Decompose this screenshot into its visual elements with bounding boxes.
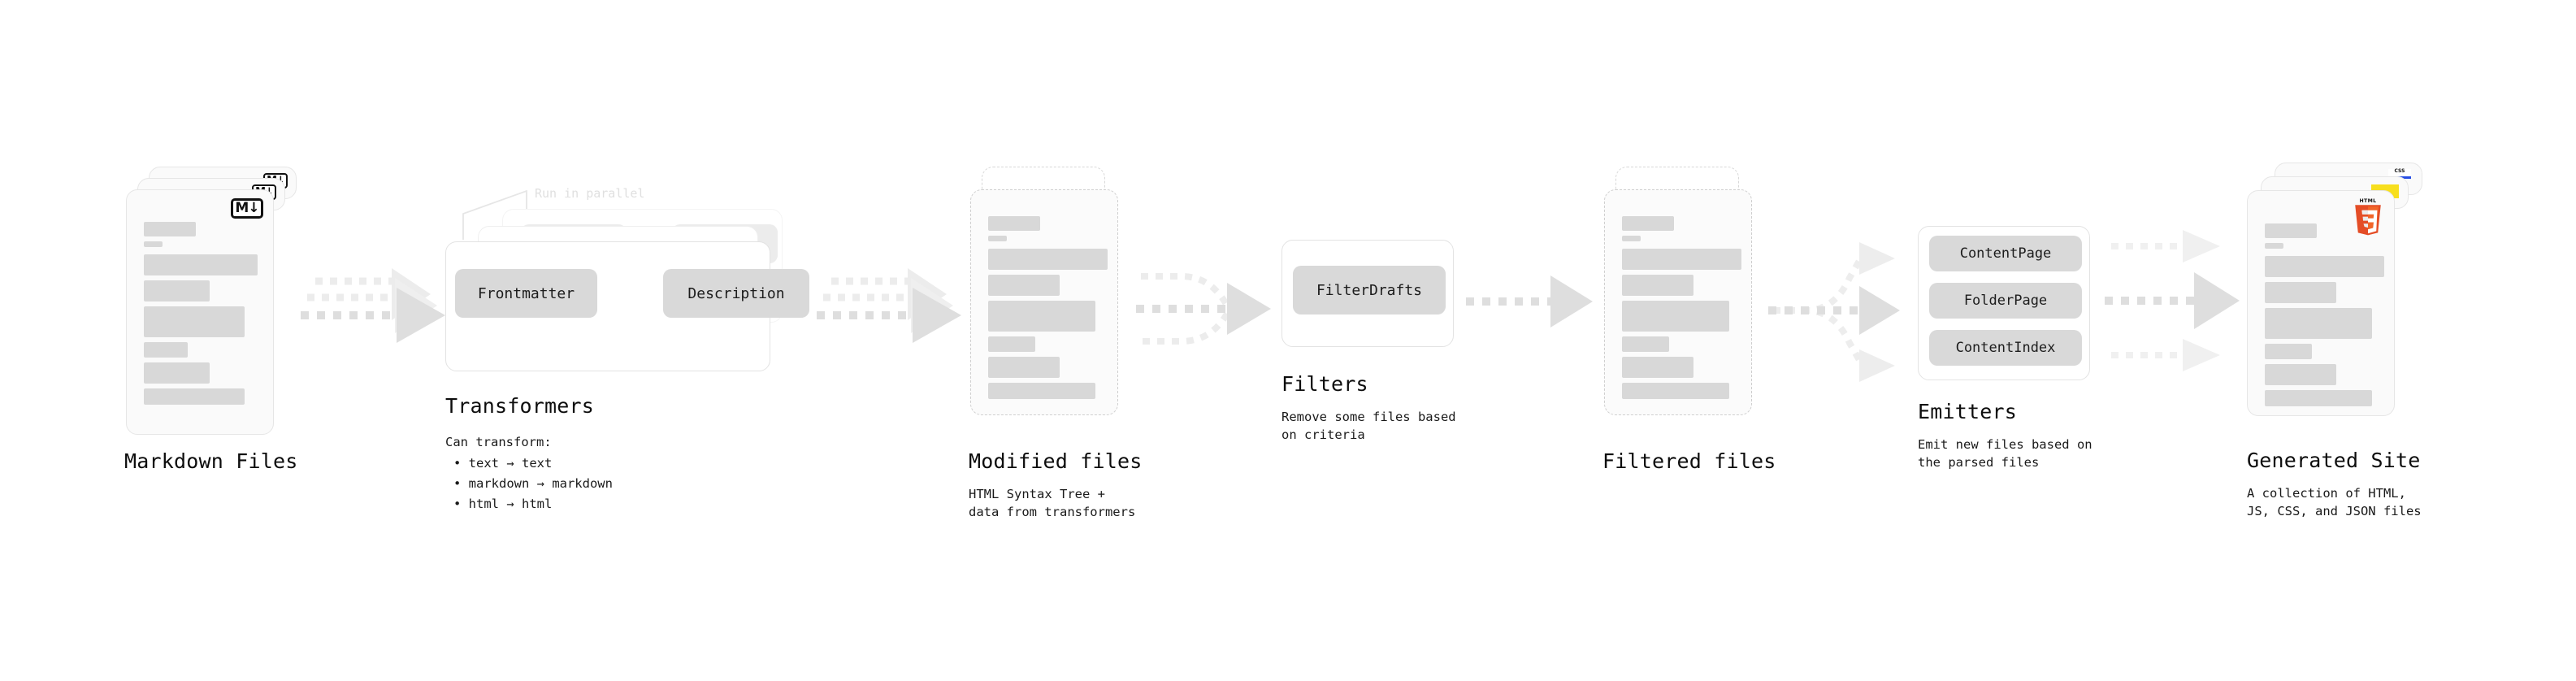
skeleton-bar [988,216,1040,231]
page-title: Emitters [1918,400,2018,423]
markdown-card-front: M↓ [126,189,274,435]
skeleton-bar [144,306,245,337]
stage-markdown-files: M↓ M↓ M↓ Markdown Files [124,167,297,473]
skeleton-bar [2265,344,2312,359]
stage-filtered-files: Filtered files [1593,167,1776,473]
stage-subtitle: HTML Syntax Tree + data from transformer… [969,487,1136,519]
transformer-pill-description[interactable]: Description [663,269,809,318]
connector-emitters-to-site [2105,230,2240,371]
stage-subtitle: Emit new files based on the parsed files [1918,437,2092,470]
skeleton-bar [144,241,163,247]
emitter-pill-contentpage[interactable]: ContentPage [1929,236,2082,271]
stage-subtitle: Remove some files based on criteria [1281,410,1456,442]
stage-subtitle: Can transform: [445,435,552,449]
skeleton-bar [2265,243,2283,249]
filter-pill-filterdrafts[interactable]: FilterDrafts [1293,266,1446,314]
page-title: Transformers [445,394,595,418]
filtered-card-stack [1593,167,1763,435]
parallel-leader-line [462,189,527,240]
connector-filters-to-filtered [1466,275,1593,327]
emitter-pill-contentindex[interactable]: ContentIndex [1929,330,2082,366]
parallel-annotation: Run in parallel [535,186,645,201]
transform-bullet-3: • html → html [453,497,553,511]
skeleton-bar [144,362,210,384]
skeleton-bar [2265,282,2336,303]
connector-filtered-to-emitters [1768,242,1900,382]
connector-markdown-to-transformers [301,268,445,343]
skeleton-bar [1622,383,1729,399]
stage-modified-files: Modified files HTML Syntax Tree + data f… [959,167,1142,519]
skeleton-bar [144,342,188,358]
skeleton-bar [144,254,258,275]
skeleton-bar [1622,301,1729,332]
skeleton-bar [988,357,1060,378]
stage-generated-site: CSS HTML [2247,163,2426,518]
skeleton-bar [1622,357,1693,378]
skeleton-bar [2265,308,2372,339]
site-card-html: HTML [2247,190,2395,416]
transform-bullet-1: • text → text [453,456,553,471]
page-title: Filters [1281,372,1368,396]
site-card-stack: CSS HTML [2247,163,2426,431]
skeleton-bar [144,280,210,301]
skeleton-bar [988,275,1060,296]
html5-icon: HTML [2355,198,2381,236]
skeleton-bar [144,388,245,405]
skeleton-bar [1622,236,1641,241]
skeleton-bar [988,336,1035,352]
transform-bullet-2: • markdown → markdown [453,476,613,491]
skeleton-bar [1622,216,1674,231]
skeleton-bar [2265,223,2317,238]
modified-card-front [970,189,1118,415]
filtered-card-front [1604,189,1752,415]
skeleton-bar [1622,249,1741,270]
svg-text:HTML: HTML [2360,198,2377,204]
markdown-icon: M↓ [231,198,263,219]
skeleton-bar [988,383,1095,399]
page-title: Generated Site [2247,449,2421,472]
stage-subtitle: A collection of HTML, JS, CSS, and JSON … [2247,486,2422,518]
connector-modified-to-filters [1136,273,1271,345]
emitter-pill-folderpage[interactable]: FolderPage [1929,283,2082,319]
skeleton-bar [1622,275,1693,296]
transformer-pill-frontmatter[interactable]: Frontmatter [455,269,597,318]
modified-card-stack [959,167,1130,435]
skeleton-bar [2265,256,2384,277]
skeleton-bar [1622,336,1669,352]
connector-transformers-to-modified [817,268,961,343]
skeleton-bar [988,249,1108,270]
skeleton-bar [2265,364,2336,385]
skeleton-bar [2265,390,2372,406]
skeleton-bar [144,222,196,236]
skeleton-bar [988,236,1007,241]
markdown-card-stack: M↓ M↓ M↓ [126,167,297,435]
page-title: Modified files [969,449,1143,473]
page-title: Filtered files [1602,449,1776,473]
skeleton-bar [988,301,1095,332]
page-title: Markdown Files [124,449,298,473]
